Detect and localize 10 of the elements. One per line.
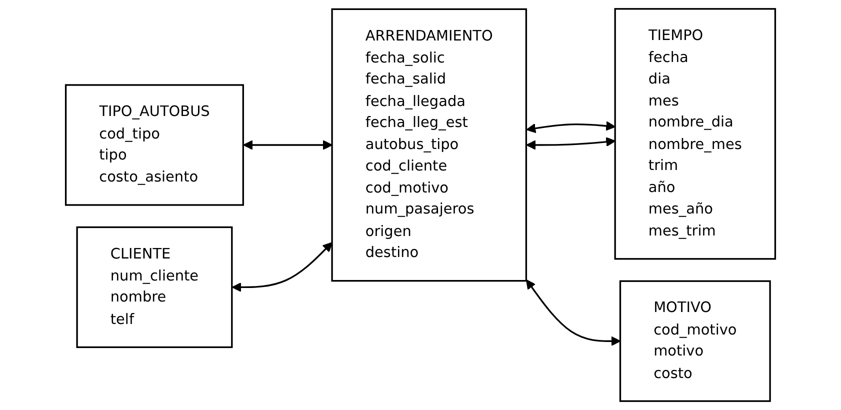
node-box: ARRENDAMIENTO fecha_solic fecha_salid fecha_llegada fecha_lleg_est autobus_tipo cod_cliente cod_motivo num_pasajeros origen destino bbox=[331, 8, 528, 282]
arrow bbox=[526, 279, 621, 346]
arrow bbox=[526, 136, 616, 150]
arrow bbox=[232, 242, 332, 292]
arrow bbox=[243, 140, 332, 150]
node-box: TIEMPO fecha dia mes nombre_dia nombre_mes trim año mes_año mes_trim bbox=[614, 8, 776, 260]
node-box: MOTIVO cod_motivo motivo costo bbox=[619, 280, 771, 402]
arrow bbox=[526, 121, 616, 134]
node-box: CLIENTE num_cliente nombre telf bbox=[76, 226, 233, 348]
node-box: TIPO_AUTOBUS cod_tipo tipo costo_asiento bbox=[64, 84, 244, 206]
